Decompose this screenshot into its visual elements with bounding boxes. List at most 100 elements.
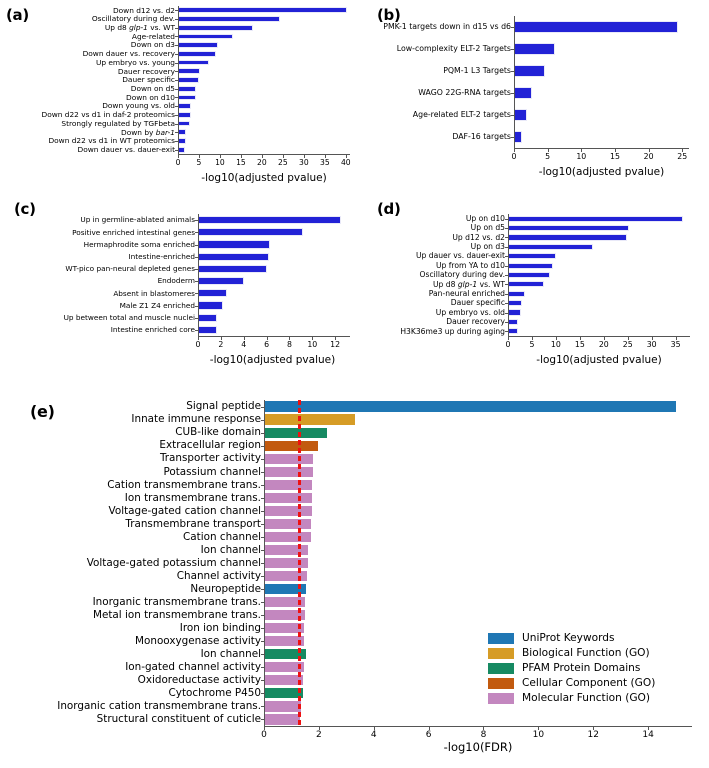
bar-category-label: Cytochrome P450: [168, 687, 261, 700]
x-tick-label: 6: [425, 730, 432, 740]
bar-category-label: H3K36me3 up during aging: [400, 326, 505, 336]
bar: [264, 557, 308, 569]
bar-row: Innate immune response: [131, 414, 692, 425]
legend-swatch: [488, 677, 514, 689]
y-tick: [174, 45, 178, 47]
bar-category-label: Up d8 glp-1 vs. WT: [432, 279, 505, 289]
y-tick: [174, 106, 178, 108]
legend-label: Molecular Function (GO): [522, 692, 651, 704]
x-tick: [483, 726, 485, 730]
bar: [178, 103, 192, 109]
bar: [508, 253, 557, 260]
bar-category-label: Hermaphrodite soma enriched: [83, 239, 195, 249]
legend-item: Biological Function (GO): [488, 647, 655, 659]
x-tick: [675, 336, 677, 340]
bar: [178, 138, 186, 144]
bar-row: Up d8 glp-1 vs. WT: [433, 280, 690, 288]
bar-category-label: Down by bar-1: [121, 127, 175, 137]
bar-row: Intestine enriched core: [111, 325, 350, 334]
y-tick: [504, 293, 508, 295]
y-tick: [260, 667, 264, 669]
x-tick: [345, 154, 347, 158]
bar: [198, 313, 218, 322]
legend-label: Biological Function (GO): [522, 647, 650, 659]
bar-category-label: Positive enriched intestinal genes: [72, 227, 195, 237]
x-tick-label: 4: [370, 730, 377, 740]
x-tick-label: 0: [511, 152, 517, 161]
bar-category-label: Cation channel: [183, 530, 261, 543]
x-tick: [651, 336, 653, 340]
y-tick: [504, 246, 508, 248]
bar-category-label: Ion-gated channel activity: [125, 661, 261, 674]
x-tick: [243, 336, 245, 340]
legend-item: UniProt Keywords: [488, 632, 655, 644]
x-tick-label: 20: [598, 340, 609, 349]
bar-row: Age-related: [132, 32, 350, 40]
bar: [264, 544, 309, 556]
x-tick: [318, 726, 320, 730]
bar: [264, 414, 355, 425]
bar: [178, 7, 347, 14]
bar: [508, 215, 684, 222]
x-tick: [324, 154, 326, 158]
bar-row: Ion channel: [201, 649, 692, 660]
bar-row: Strongly regulated by TGFbeta: [61, 119, 350, 127]
y-tick: [174, 62, 178, 64]
panel-a-label: (a): [6, 6, 29, 24]
y-tick: [260, 615, 264, 617]
bar-row: Oxidoreductase activity: [138, 675, 692, 686]
x-tick: [555, 336, 557, 340]
bar-category-label: Strongly regulated by TGFbeta: [61, 118, 175, 128]
y-tick: [260, 523, 264, 525]
x-tick: [198, 154, 200, 158]
x-tick: [547, 148, 549, 152]
bar-row: Signal peptide: [186, 401, 692, 412]
bar-row: Up between total and muscle nuclei: [64, 313, 350, 322]
bar-row: Down d12 vs. d2: [113, 6, 350, 14]
x-tick: [531, 336, 533, 340]
bar-row: Up embryo vs. young: [96, 58, 350, 66]
bar-category-label: Transporter activity: [159, 452, 261, 465]
x-tick-label: 5: [529, 340, 535, 349]
x-tick-label: 15: [236, 158, 246, 167]
y-tick: [510, 27, 514, 28]
bar: [178, 51, 217, 57]
bar-row: Dauer recovery: [118, 67, 350, 75]
bar-category-label: Absent in blastomeres: [113, 288, 195, 298]
y-tick: [260, 680, 264, 682]
x-tick-label: 10: [215, 158, 225, 167]
bar-category-label: Endoderm: [157, 276, 195, 286]
x-tick-label: 2: [315, 730, 322, 740]
bar: [264, 649, 306, 660]
bar: [508, 243, 593, 250]
bar: [178, 68, 201, 75]
y-tick: [260, 484, 264, 486]
y-tick: [260, 406, 264, 408]
x-tick-label: 30: [299, 158, 309, 167]
x-axis-line: [514, 148, 689, 149]
panel-e-xlabel: -log10(FDR): [443, 740, 513, 754]
bar-category-label: Up from YA to d10: [435, 260, 505, 270]
x-tick: [220, 336, 222, 340]
x-tick: [198, 336, 199, 340]
bar-category-label: Intestine enriched core: [110, 325, 195, 335]
x-tick: [266, 336, 268, 340]
bar-row: PQM-1 L3 Targets: [443, 65, 689, 77]
y-tick: [194, 281, 198, 283]
x-tick: [648, 148, 650, 152]
bar: [508, 224, 629, 232]
bar: [198, 216, 341, 225]
bar: [198, 252, 269, 261]
x-tick-label: 0: [261, 730, 267, 740]
bar: [178, 94, 196, 101]
panel-c-xlabel: -log10(adjusted pvalue): [209, 354, 336, 366]
bar: [178, 129, 186, 136]
x-tick: [593, 726, 595, 730]
bar-row: Up d12 vs. d2: [452, 234, 690, 241]
x-tick-label: 12: [587, 730, 599, 740]
bar-row: Down on d3: [131, 41, 350, 49]
bar-category-label: Structural constituent of cuticle: [96, 713, 261, 726]
